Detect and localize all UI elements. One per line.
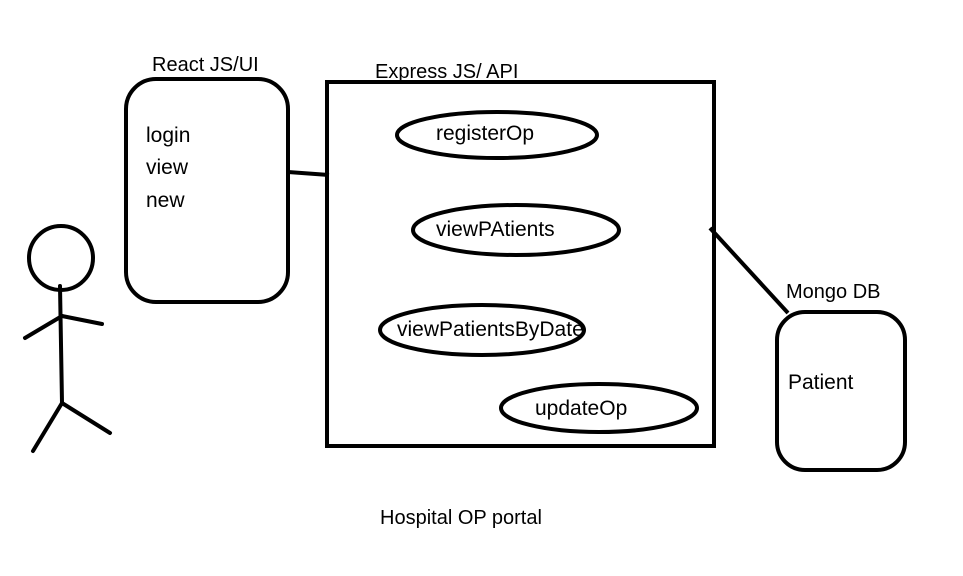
actor-figure	[23, 224, 112, 453]
op-label-viewpatientsbydate: viewPatientsByDate	[397, 318, 584, 341]
actor-head	[27, 224, 95, 292]
actor-body	[58, 284, 64, 405]
op-label-registerop: registerOp	[436, 122, 535, 145]
ui-item-new: new	[146, 189, 185, 212]
db-box	[775, 310, 907, 472]
actor-arm-left	[23, 314, 64, 340]
op-ellipse-viewpatientsbydate	[378, 303, 586, 357]
ui-api-connector	[287, 170, 330, 177]
diagram-caption: Hospital OP portal	[380, 507, 542, 529]
ui-item-view: view	[146, 156, 189, 179]
actor-leg-left	[31, 401, 64, 453]
api-db-connector	[708, 226, 790, 315]
op-ellipse-registerop	[395, 110, 599, 160]
db-collection-patient: Patient	[788, 371, 854, 394]
ui-item-login: login	[146, 124, 191, 147]
api-box	[325, 80, 716, 448]
api-box-title: Express JS/ API	[375, 61, 519, 83]
op-ellipse-updateop	[499, 382, 699, 434]
ui-box-title: React JS/UI	[152, 54, 259, 76]
op-label-updateop: updateOp	[535, 397, 628, 420]
actor-arm-right	[60, 314, 104, 326]
op-ellipse-viewpatients	[411, 203, 621, 257]
actor-leg-right	[60, 401, 112, 435]
op-label-viewpatients: viewPAtients	[436, 218, 555, 241]
db-box-title: Mongo DB	[786, 281, 881, 303]
ui-box	[124, 77, 290, 304]
